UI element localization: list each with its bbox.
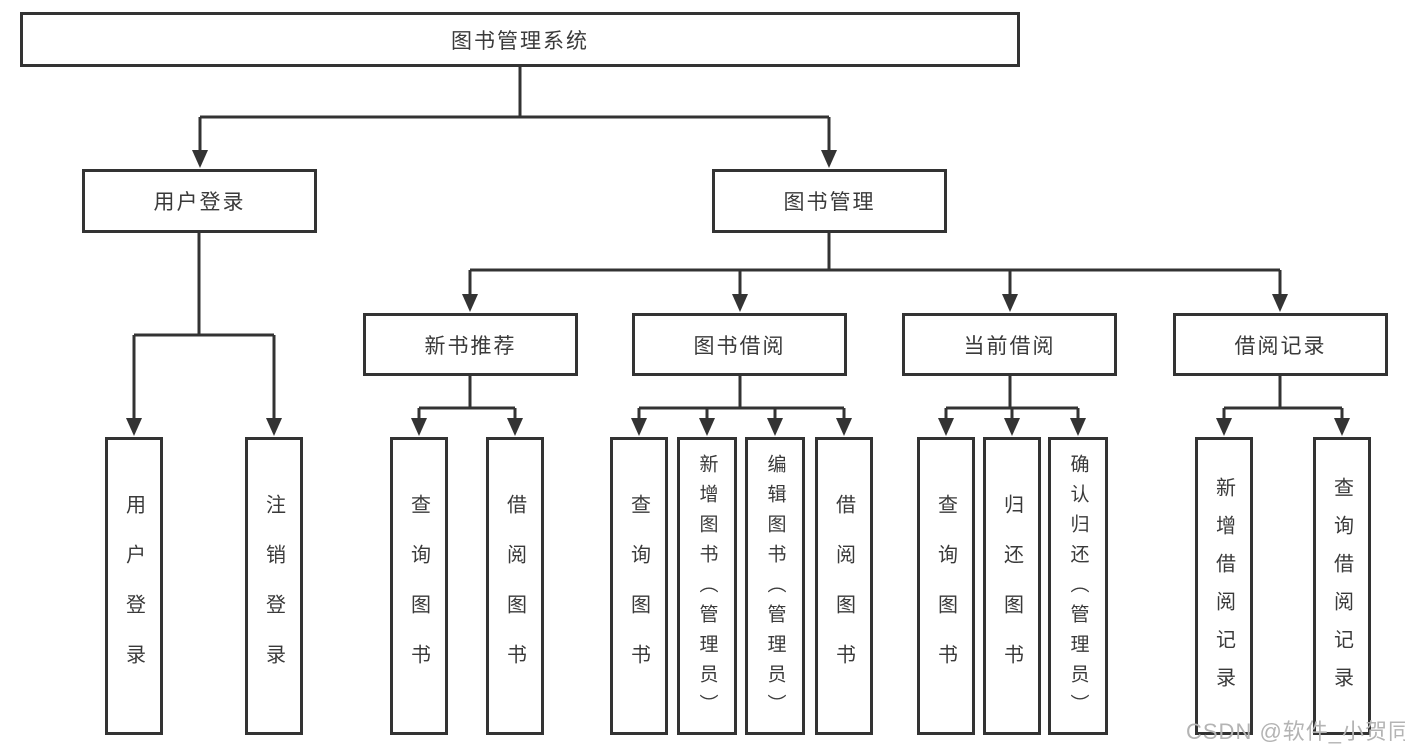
node-label: 新增借阅记录 [1212,476,1235,705]
node-leaf-query-books: 查询图书 [390,437,448,735]
node-label: 借阅图书 [832,493,855,694]
node-borrowing-records: 借阅记录 [1173,313,1388,376]
node-label: 查询图书 [934,493,957,694]
node-label: 用户登录 [122,493,145,694]
node-label: 查询图书 [627,493,650,694]
node-leaf-confirm-return-admin: 确认归还（管理员） [1048,437,1108,735]
node-leaf-borrow-books: 借阅图书 [815,437,873,735]
node-leaf-logout: 注销登录 [245,437,303,735]
node-book-management: 图书管理 [712,169,947,233]
node-leaf-edit-book-admin: 编辑图书（管理员） [745,437,805,735]
node-leaf-query-borrow-record: 查询借阅记录 [1313,437,1371,735]
csdn-watermark: CSDN @软件_小贺同学 [1186,719,1405,744]
node-book-borrowing: 图书借阅 [632,313,847,376]
node-leaf-user-login: 用户登录 [105,437,163,735]
node-root-system: 图书管理系统 [20,12,1020,67]
node-leaf-query-books: 查询图书 [917,437,975,735]
node-current-borrowing: 当前借阅 [902,313,1117,376]
node-leaf-borrow-books: 借阅图书 [486,437,544,735]
node-leaf-add-borrow-record: 新增借阅记录 [1195,437,1253,735]
node-label: 查询图书 [407,493,430,694]
node-leaf-add-book-admin: 新增图书（管理员） [677,437,737,735]
node-label: 借阅图书 [503,493,526,694]
node-user-login: 用户登录 [82,169,317,233]
node-leaf-query-books: 查询图书 [610,437,668,735]
node-label: 查询借阅记录 [1330,476,1353,705]
node-label: 新增图书（管理员） [696,454,718,724]
node-label: 归还图书 [1000,493,1023,694]
node-label: 注销登录 [262,493,285,694]
node-new-book-recommendation: 新书推荐 [363,313,578,376]
node-label: 编辑图书（管理员） [764,454,786,724]
node-leaf-return-book: 归还图书 [983,437,1041,735]
node-label: 确认归还（管理员） [1067,454,1089,724]
